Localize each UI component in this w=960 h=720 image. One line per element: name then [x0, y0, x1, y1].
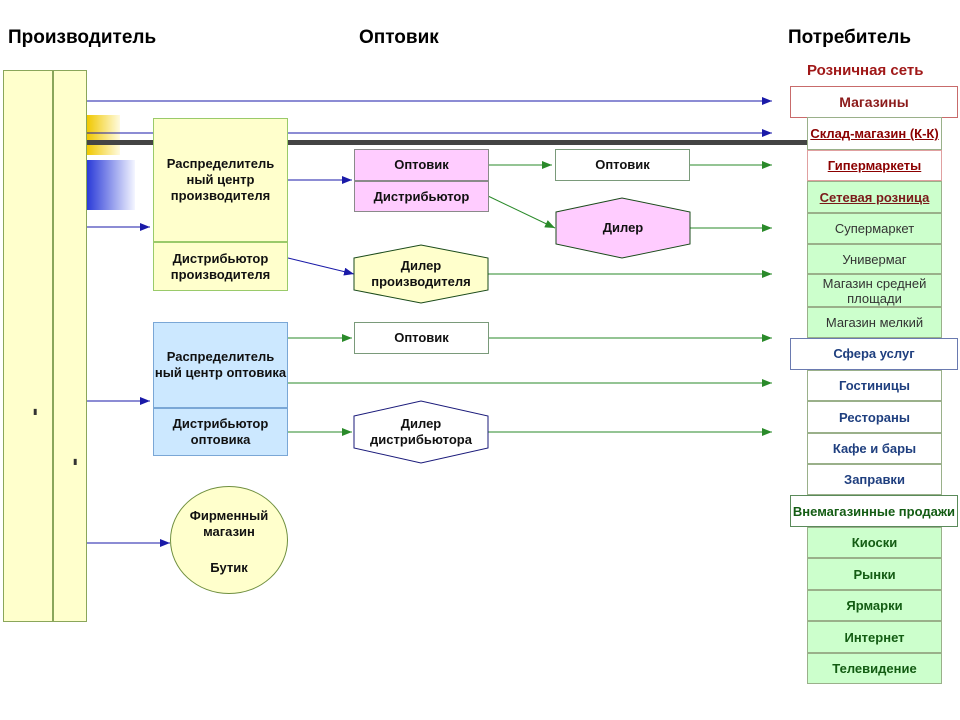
brand-store-circle [170, 486, 288, 594]
retail-department-store: Универмаг [807, 244, 942, 274]
retail-cafes-bars-label: Кафе и бары [832, 441, 917, 456]
retail-non-store: Внемагазинные продажи [790, 495, 958, 527]
wholesaler-1-label: Оптовик [394, 157, 449, 172]
retail-television: Телевидение [807, 653, 942, 684]
retail-internet-label: Интернет [844, 629, 905, 645]
retail-internet: Интернет [807, 621, 942, 653]
distributor-dealer-hexagon [353, 400, 489, 464]
retail-hotels: Гостиницы [807, 370, 942, 401]
retail-chain: Сетевая розница [807, 181, 942, 213]
producer-distributor-label: Дистрибьютор производителя [170, 250, 271, 282]
wholesaler-box-3: Оптовик [354, 322, 489, 354]
wholesale-dist-center: Распределитель ный центр оптовика [153, 322, 288, 408]
retail-markets: Рынки [807, 558, 942, 590]
producer-dealer-label-box: Дилер производителя [354, 258, 488, 290]
retail-gas-stations-label: Заправки [844, 472, 905, 487]
decor-blue-square [87, 160, 135, 210]
retail-markets-label: Рынки [853, 566, 896, 582]
retail-medium-store-label: Магазин средней площади [822, 275, 927, 306]
producer-column-outer: ▮ [3, 70, 53, 622]
retail-stores-label: Магазины [839, 94, 909, 110]
retail-hotels-label: Гостиницы [838, 378, 911, 393]
retail-restaurants: Рестораны [807, 401, 942, 433]
retail-warehouse-store-label: Склад-магазин (К-К) [810, 126, 939, 141]
retail-non-store-label: Внемагазинные продажи [792, 503, 956, 519]
dealer-label-box: Дилер [556, 212, 690, 244]
retail-small-store-label: Магазин мелкий [825, 315, 924, 330]
producer-dist-center-label: Распределитель ный центр производителя [166, 156, 275, 203]
wholesale-distributor-label: Дистрибьютор оптовика [172, 416, 269, 447]
retail-department-store-label: Универмаг [842, 251, 907, 267]
retail-fairs: Ярмарки [807, 590, 942, 621]
header-producer: Производитель [8, 27, 157, 48]
retail-television-label: Телевидение [832, 661, 917, 676]
retail-stores: Магазины [790, 86, 958, 118]
producer-dist-center: Распределитель ный центр производителя [153, 118, 288, 242]
retail-medium-store: Магазин средней площади [807, 274, 942, 307]
retail-services-label: Сфера услуг [833, 346, 915, 361]
decor-yellow-square [87, 115, 120, 155]
retail-small-store: Магазин мелкий [807, 307, 942, 338]
wholesale-distributor: Дистрибьютор оптовика [153, 408, 288, 456]
retail-warehouse-store: Склад-магазин (К-К) [807, 117, 942, 150]
wholesale-dist-center-label: Распределитель ный центр оптовика [154, 349, 287, 380]
retail-supermarket-label: Супермаркет [834, 221, 915, 236]
retail-supermarket: Супермаркет [807, 213, 942, 244]
retail-kiosks-label: Киоски [851, 535, 898, 550]
header-consumer: Потребитель [788, 27, 912, 48]
producer-dealer-label: Дилер производителя [371, 258, 471, 289]
distributor-dealer-label: Дилер дистрибьютора [370, 416, 472, 447]
retail-network-title: Розничная сеть [807, 62, 924, 79]
wholesaler-3-label: Оптовик [394, 330, 449, 345]
retail-hypermarkets: Гипермаркеты [807, 150, 942, 181]
retail-cafes-bars: Кафе и бары [807, 433, 942, 464]
wholesaler-box-2: Оптовик [555, 149, 690, 181]
dealer-hexagon [555, 197, 691, 259]
producer-dealer-hexagon [353, 244, 489, 304]
retail-kiosks: Киоски [807, 527, 942, 558]
retail-services: Сфера услуг [790, 338, 958, 370]
retail-chain-label: Сетевая розница [819, 189, 930, 205]
retail-hypermarkets-label: Гипермаркеты [827, 158, 922, 173]
wholesaler-2-label: Оптовик [595, 157, 650, 172]
brand-store-label: Фирменный магазин [189, 508, 269, 539]
distributor-dealer-label-box: Дилер дистрибьютора [354, 416, 488, 448]
distributor-box-1: Дистрибьютор [354, 181, 489, 212]
producer-distributor: Дистрибьютор производителя [153, 242, 288, 291]
distributor-1-label: Дистрибьютор [373, 188, 470, 204]
retail-restaurants-label: Рестораны [839, 409, 910, 425]
boutique-label: Бутик [210, 560, 248, 575]
header-wholesaler: Оптовик [359, 27, 439, 48]
retail-gas-stations: Заправки [807, 464, 942, 495]
retail-fairs-label: Ярмарки [846, 598, 903, 613]
wholesaler-box-1: Оптовик [354, 149, 489, 181]
producer-column-inner: ▮ [53, 70, 87, 622]
dealer-label: Дилер [602, 220, 644, 235]
